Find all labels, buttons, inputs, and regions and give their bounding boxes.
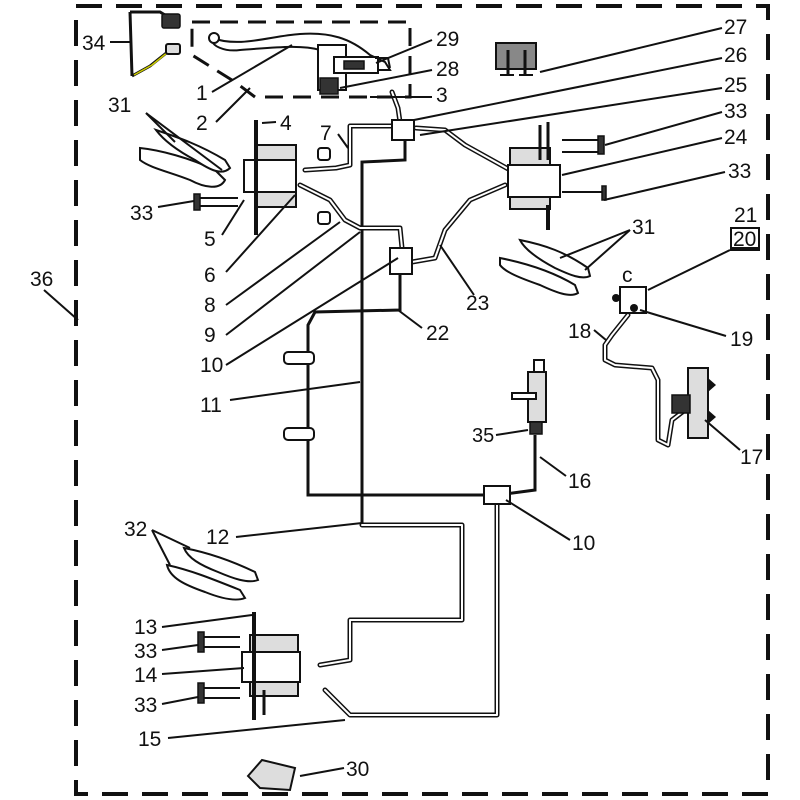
left-front-caliper (243, 120, 331, 235)
callout-36: 36 (30, 268, 53, 291)
callout-31-right: 31 (632, 216, 655, 239)
callout-1: 1 (196, 82, 208, 105)
rear-reservoir (612, 286, 647, 314)
callout-10-a: 10 (200, 354, 223, 377)
callout-18: 18 (568, 320, 591, 343)
callout-17: 17 (740, 446, 763, 469)
front-brake-pads-left (139, 128, 232, 188)
master-cylinder-kit-frame (190, 20, 412, 99)
callout-6: 6 (204, 264, 216, 287)
bracket-plate (246, 758, 297, 792)
callout-2: 2 (196, 112, 208, 135)
callout-33-c: 33 (130, 202, 153, 225)
rear-caliper-bolt-lower (197, 682, 240, 704)
callout-27: 27 (724, 16, 747, 39)
callout-25: 25 (724, 74, 747, 97)
callout-7: 7 (320, 122, 332, 145)
callout-32: 32 (124, 518, 147, 541)
callout-34: 34 (82, 32, 106, 55)
rear-caliper-bolt-upper (197, 631, 240, 653)
callout-35: 35 (472, 425, 494, 447)
callout-10-b: 10 (572, 532, 595, 555)
brake-switch-wire (128, 10, 181, 78)
junction-block-10 (483, 485, 511, 505)
callout-9: 9 (204, 324, 216, 347)
callout-14: 14 (134, 664, 158, 687)
callout-16: 16 (568, 470, 591, 493)
callout-26: 26 (724, 44, 747, 67)
callout-23: 23 (466, 292, 489, 315)
reservoir-marker: c (622, 264, 633, 287)
callout-30: 30 (346, 758, 369, 781)
leader-lines (43, 27, 758, 777)
callout-33-b: 33 (728, 160, 751, 183)
callout-24: 24 (724, 126, 748, 149)
callout-31-left: 31 (108, 94, 131, 117)
brake-lines (297, 89, 537, 718)
right-caliper-bolt-lower (562, 185, 607, 201)
rear-brake-pads (165, 546, 260, 601)
line-clamps (283, 351, 315, 441)
rear-brake-switch (511, 359, 547, 435)
callout-29: 29 (436, 28, 459, 51)
right-front-caliper (507, 122, 561, 230)
left-caliper-bolt (193, 193, 238, 211)
callout-4: 4 (280, 112, 292, 135)
callout-3: 3 (436, 84, 448, 107)
callout-28: 28 (436, 58, 459, 81)
front-master-cylinder (317, 44, 391, 95)
outer-kit-frame (74, 4, 770, 796)
callout-20: 20 (733, 228, 756, 251)
front-brake-pads-right (499, 238, 592, 296)
callout-12: 12 (206, 526, 229, 549)
rear-reservoir-hose (602, 312, 688, 448)
callout-8: 8 (204, 294, 216, 317)
callout-19: 19 (730, 328, 753, 351)
callout-33-a: 33 (724, 100, 747, 123)
callout-labels: 34 1 2 29 28 3 27 26 25 33 24 33 21 20 3… (30, 16, 763, 781)
rear-master-cylinder (671, 367, 716, 439)
brake-pad-pins (495, 42, 537, 76)
callout-33-d: 33 (134, 640, 157, 663)
junction-block-9 (389, 247, 413, 275)
part-20-box (730, 227, 760, 251)
callout-21: 21 (734, 204, 757, 227)
callout-11: 11 (200, 394, 222, 417)
callout-15: 15 (138, 728, 161, 751)
callout-22: 22 (426, 322, 449, 345)
callout-13: 13 (134, 616, 157, 639)
right-caliper-bolt-upper (562, 135, 605, 155)
junction-block-front (391, 119, 415, 141)
callout-5: 5 (204, 228, 216, 251)
rear-caliper (241, 612, 301, 720)
callout-33-e: 33 (134, 694, 157, 717)
